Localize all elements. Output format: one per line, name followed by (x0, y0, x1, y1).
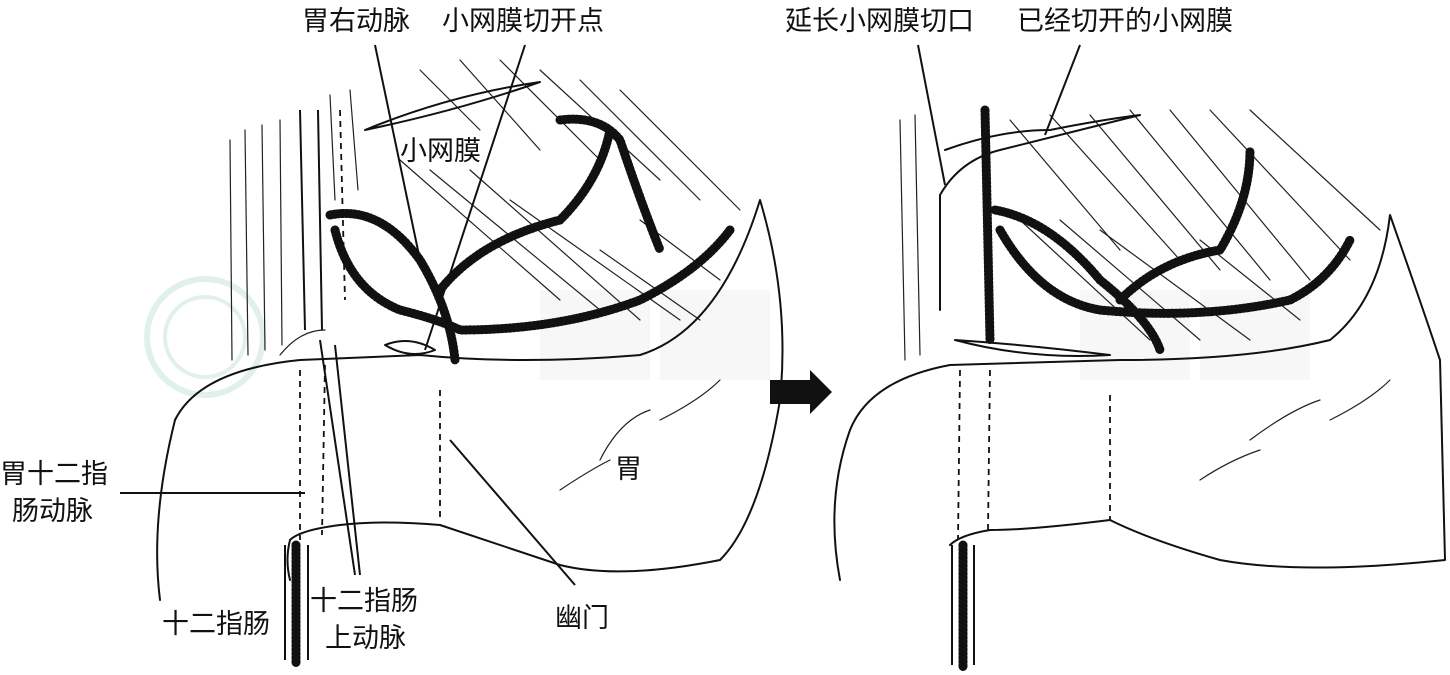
label-lesser-omentum-incision-point: 小网膜切开点 (442, 6, 604, 37)
label-right-gastric-artery: 胃右动脉 (302, 6, 410, 37)
label-incised-lesser-omentum: 已经切开的小网膜 (1017, 6, 1233, 37)
label-supraduodenal-artery-1: 十二指肠 (310, 586, 418, 617)
label-gastroduodenal-artery-2: 肠动脉 (12, 496, 93, 527)
label-pylorus: 幽门 (555, 603, 609, 634)
transition-arrow (770, 370, 832, 414)
liver-hatching (229, 59, 741, 361)
label-extend-incision: 延长小网膜切口 (785, 6, 974, 37)
right-leaders (917, 44, 1081, 186)
label-lesser-omentum: 小网膜 (400, 136, 481, 167)
label-supraduodenal-artery-2: 上动脉 (325, 623, 406, 654)
left-illustration (156, 59, 784, 670)
right-illustration (833, 105, 1446, 673)
label-stomach: 胃 (615, 454, 642, 485)
left-leaders (120, 44, 576, 586)
label-duodenum: 十二指肠 (162, 609, 270, 640)
label-gastroduodenal-artery-1: 胃十二指 (0, 459, 108, 490)
